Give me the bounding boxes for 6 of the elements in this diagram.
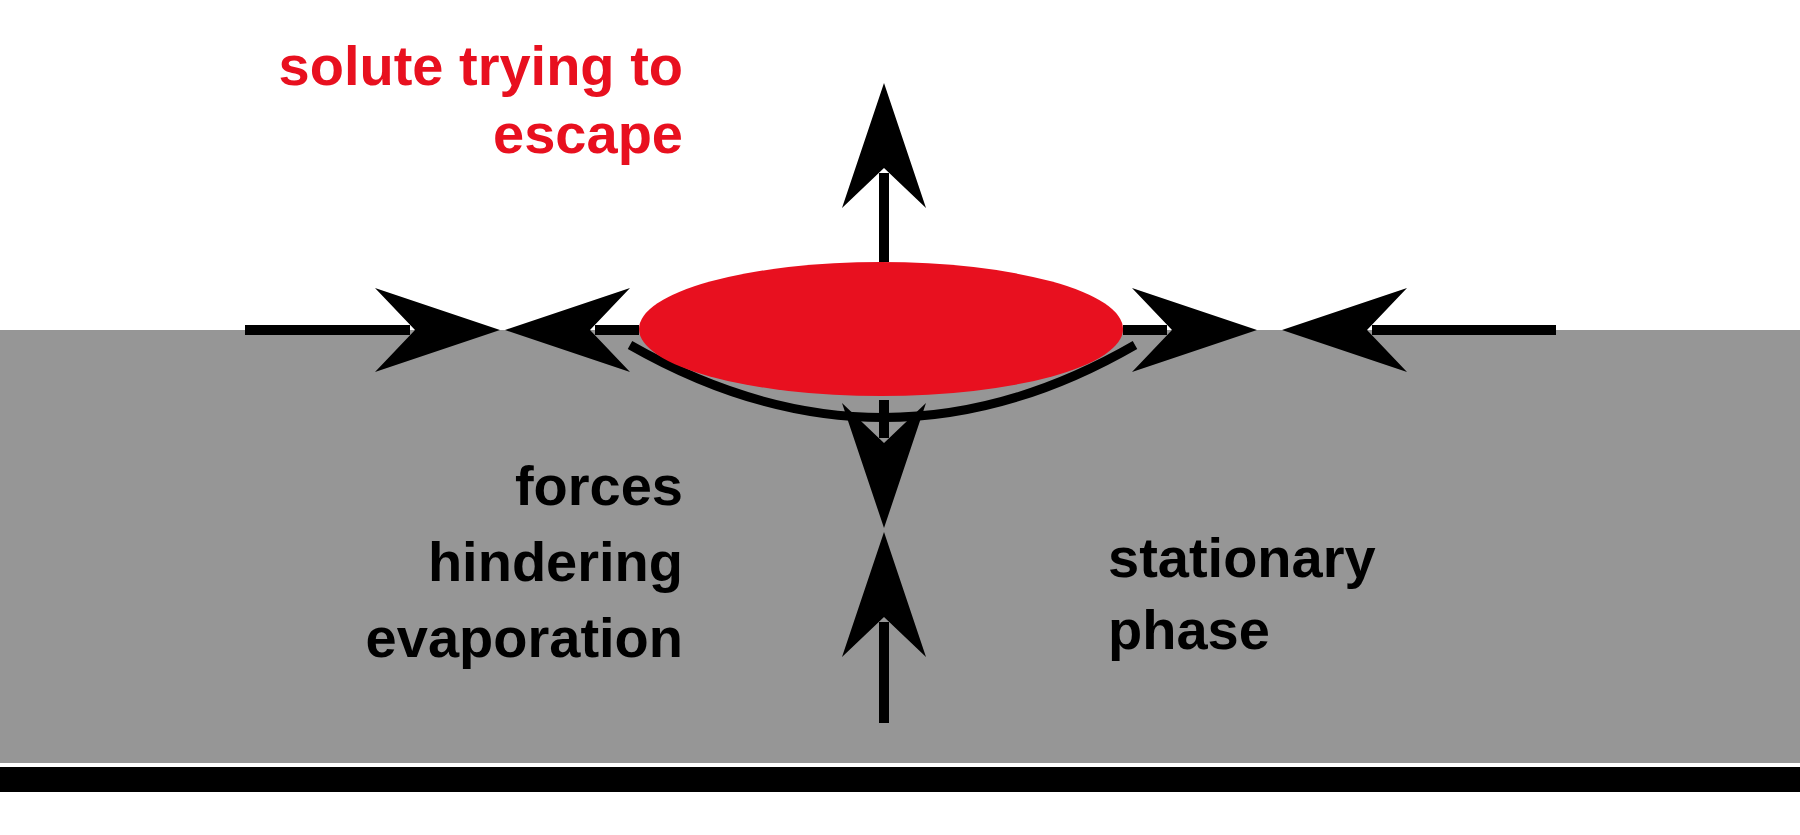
annotation-text: solute trying to escape [277, 33, 683, 167]
band-label: stationary phase [1108, 525, 1377, 663]
solute-ellipse [639, 262, 1123, 396]
annotation-text: forces hindering evaporation [364, 453, 683, 671]
stationary-phase-band [0, 330, 1800, 763]
base-bar [0, 767, 1800, 792]
